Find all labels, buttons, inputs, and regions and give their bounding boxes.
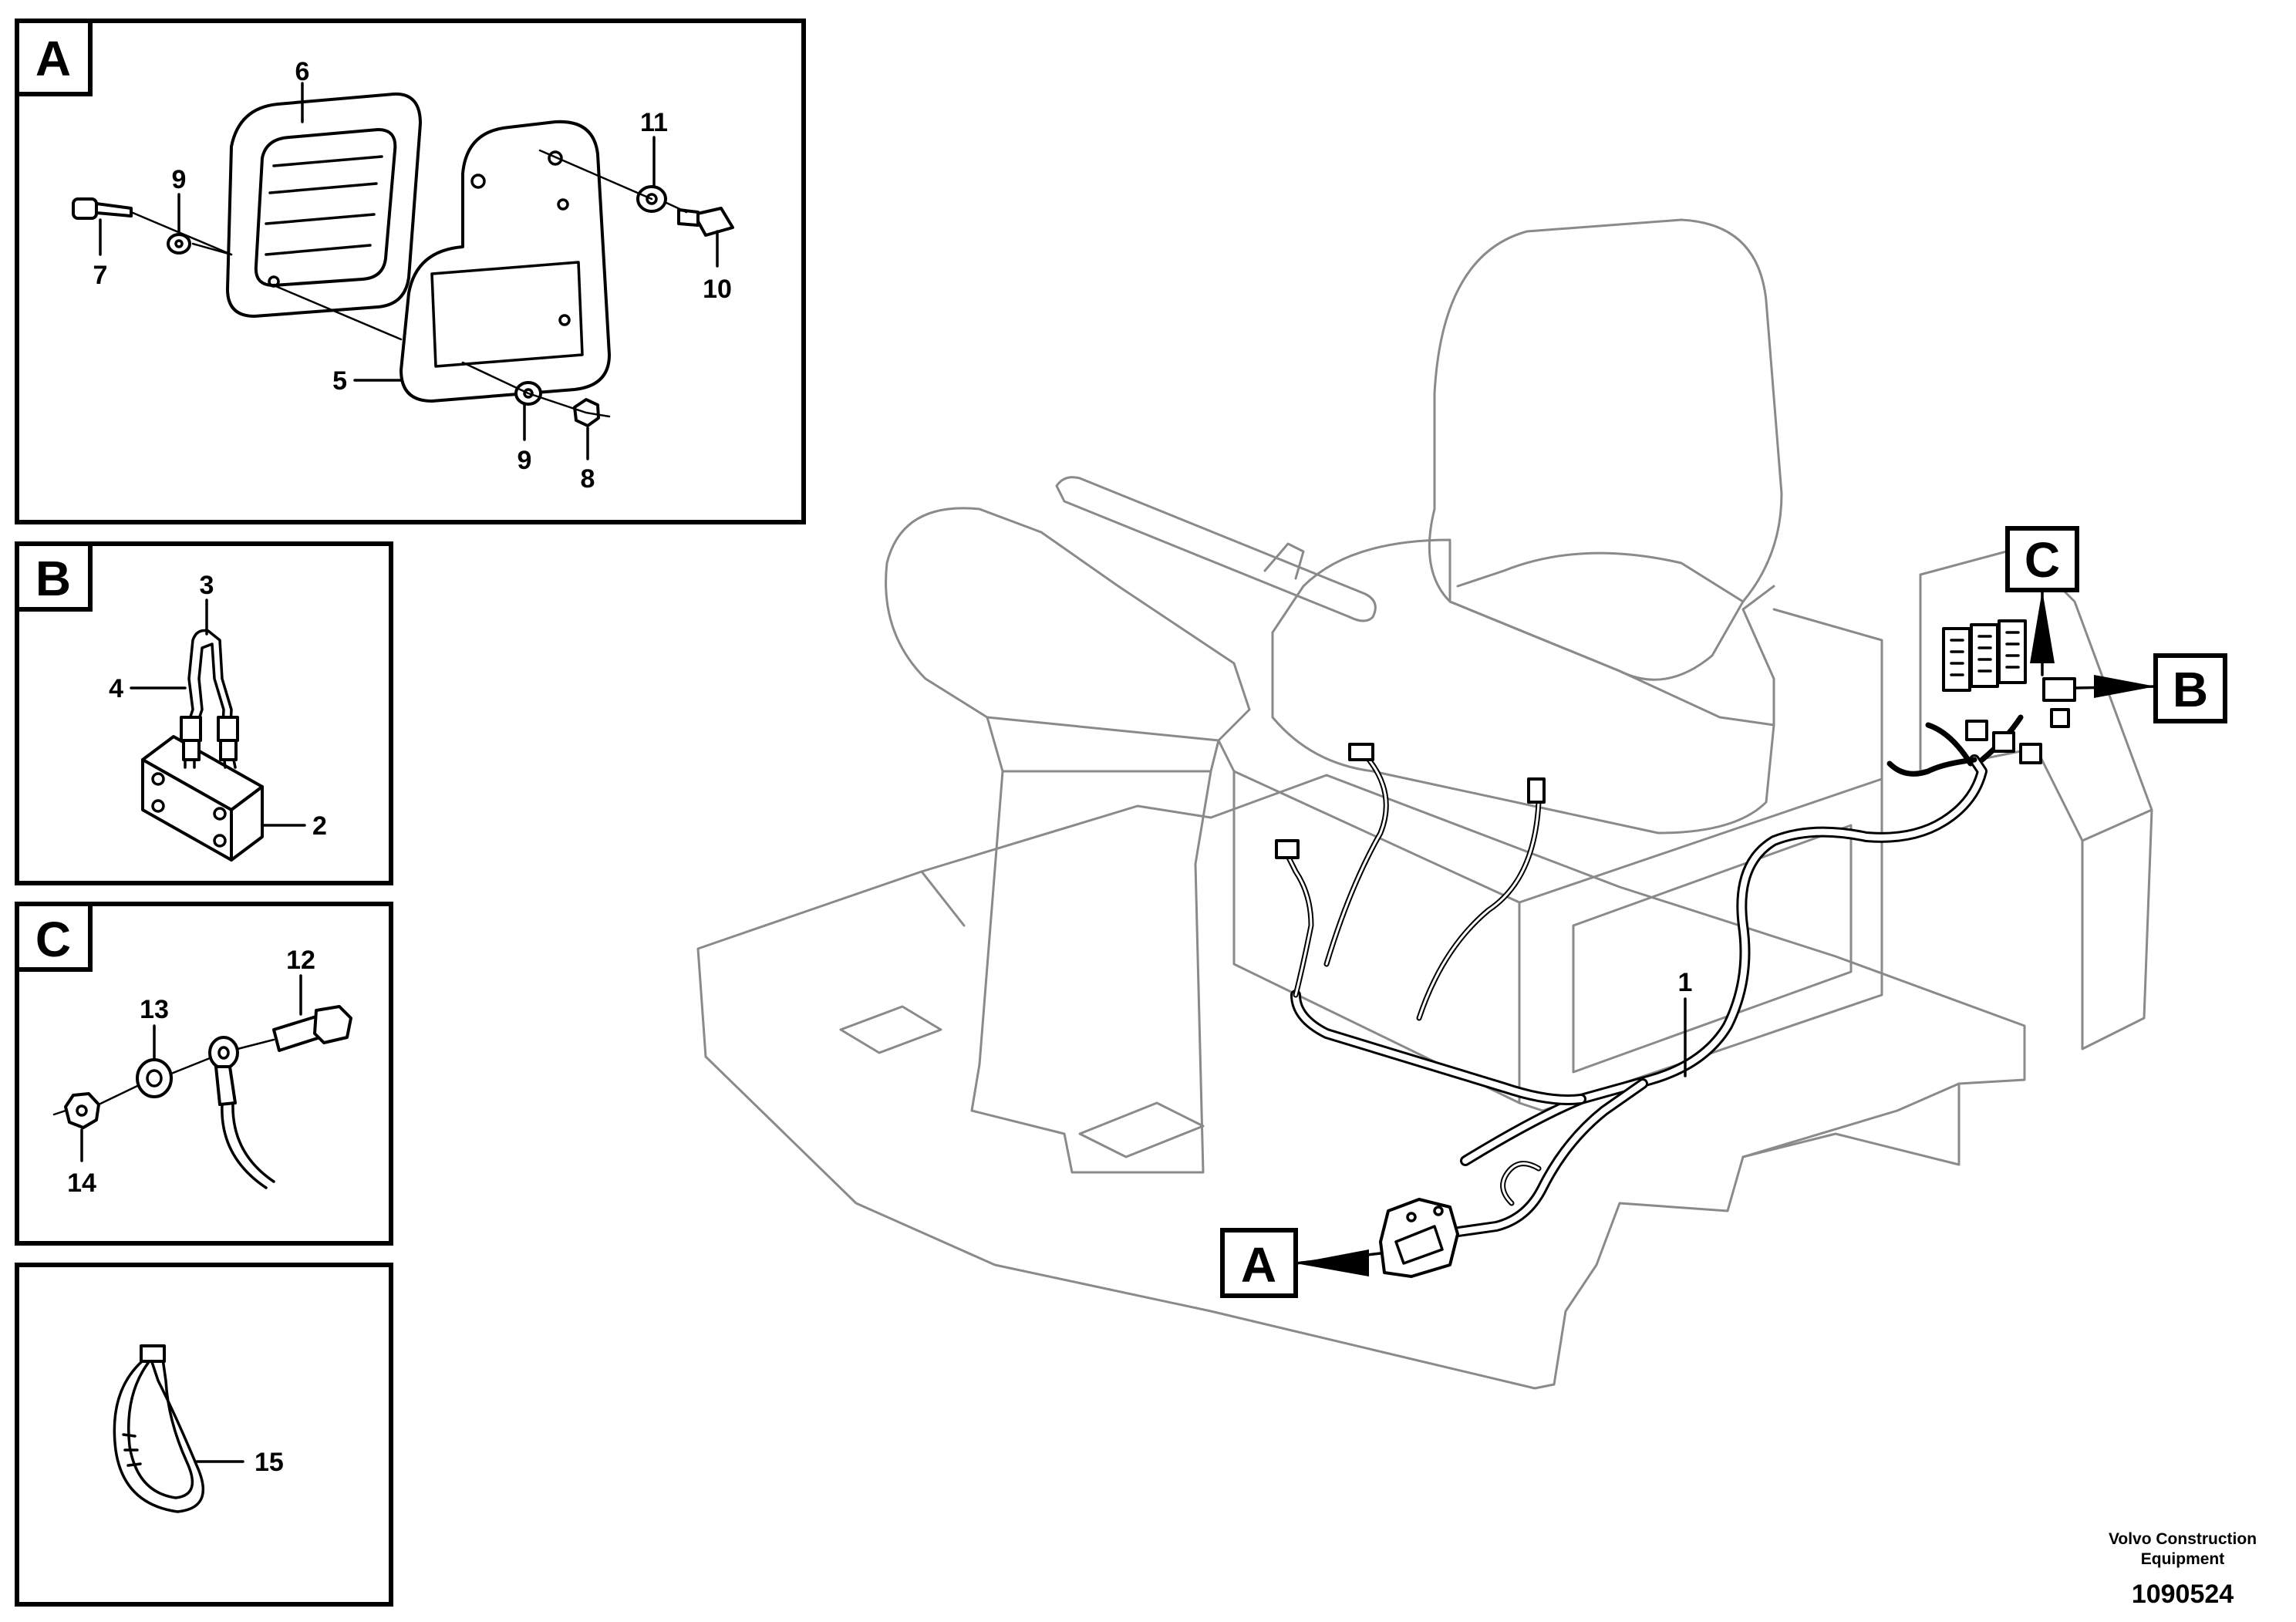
callout-11: 11 bbox=[640, 108, 668, 137]
callout-6: 6 bbox=[295, 57, 310, 86]
callout-3: 3 bbox=[200, 571, 214, 600]
main-view: 1 A C B bbox=[696, 218, 2227, 1390]
relay-block bbox=[1942, 619, 2076, 764]
operator-seat bbox=[1428, 218, 1783, 681]
drawing-number: 1090524 bbox=[2132, 1580, 2234, 1609]
ref-a-label: A bbox=[1241, 1237, 1276, 1293]
company-name-line1: Volvo Construction bbox=[2109, 1530, 2257, 1548]
company-name-line2: Equipment bbox=[2141, 1550, 2225, 1568]
callout-15: 15 bbox=[255, 1448, 284, 1477]
side-panel bbox=[1919, 546, 2153, 1050]
callout-9-upper: 9 bbox=[172, 165, 187, 194]
callout-1: 1 bbox=[1678, 968, 1693, 997]
callout-12: 12 bbox=[286, 946, 315, 975]
ref-c-label: C bbox=[2025, 532, 2060, 588]
bolt-12 bbox=[272, 1005, 352, 1052]
mounting-plate bbox=[400, 120, 611, 403]
wiring-harness bbox=[1275, 714, 2024, 1239]
ref-marker-c: C bbox=[2005, 526, 2079, 676]
detail-a-label: A bbox=[35, 31, 71, 86]
detail-c-label: C bbox=[35, 912, 71, 967]
detail-box-cable-tie: 15 bbox=[15, 1263, 393, 1607]
detail-b-label: B bbox=[35, 551, 71, 606]
cable-tie bbox=[113, 1344, 204, 1513]
callout-9-lower: 9 bbox=[518, 446, 532, 475]
jumper-wire bbox=[180, 629, 239, 769]
detail-box-b: B 3 4 2 bbox=[15, 541, 393, 885]
bolt-10 bbox=[677, 207, 734, 237]
ring-terminal bbox=[208, 1036, 275, 1189]
nut-14 bbox=[64, 1092, 100, 1129]
cab-floor bbox=[696, 774, 2026, 1390]
callout-7: 7 bbox=[93, 261, 108, 290]
screw-7 bbox=[72, 197, 133, 220]
socket-housing bbox=[226, 92, 422, 318]
socket-installed bbox=[1379, 1198, 1459, 1278]
ref-marker-b: B bbox=[2073, 653, 2227, 723]
callout-14: 14 bbox=[67, 1168, 96, 1198]
callout-13: 13 bbox=[140, 995, 169, 1024]
callout-10: 10 bbox=[703, 275, 732, 304]
detail-box-c: C 12 13 14 bbox=[15, 902, 393, 1246]
callout-2: 2 bbox=[312, 811, 327, 841]
washer-13 bbox=[136, 1058, 173, 1098]
footer: Volvo Construction Equipment 1090524 bbox=[2109, 1530, 2257, 1609]
steering-pedestal bbox=[885, 507, 1251, 1174]
callout-4: 4 bbox=[109, 674, 123, 703]
ref-b-label: B bbox=[2173, 662, 2208, 717]
ref-marker-a: A bbox=[1220, 1228, 1382, 1298]
callout-8: 8 bbox=[581, 464, 595, 494]
terminal-block bbox=[141, 735, 264, 862]
washer-9-upper bbox=[167, 233, 191, 255]
seat-base bbox=[1217, 608, 1883, 904]
detail-box-a: A bbox=[15, 19, 806, 524]
callout-5: 5 bbox=[332, 366, 347, 396]
